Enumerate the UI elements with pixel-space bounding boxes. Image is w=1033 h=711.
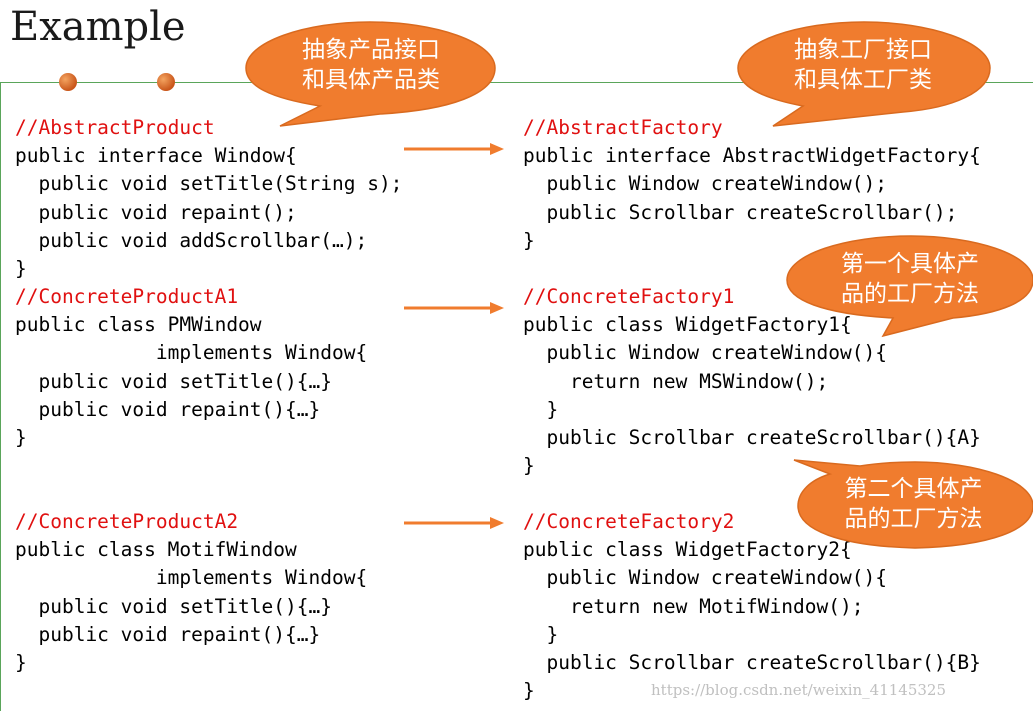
code-line: } xyxy=(15,651,27,675)
code-line: public void repaint(){…} xyxy=(15,397,321,421)
code-block-concrete-product-a2: //ConcreteProductA2 public class MotifWi… xyxy=(15,508,367,677)
callout-text: 第二个具体产 品的工厂方法 xyxy=(844,476,983,532)
bullet-dot-icon xyxy=(157,73,175,91)
code-block-concrete-product-a1: //ConcreteProductA1 public class PMWindo… xyxy=(15,283,367,452)
code-line: return new MSWindow(); xyxy=(523,369,829,393)
code-comment: //ConcreteProductA1 xyxy=(15,285,239,308)
code-line: public interface AbstractWidgetFactory{ xyxy=(523,144,981,168)
callout-bubble xyxy=(793,459,1033,549)
slide-title: Example xyxy=(10,4,186,50)
callout-bubble xyxy=(737,21,991,127)
callout-text: 抽象产品接口 和具体产品类 xyxy=(302,37,440,93)
code-line: public void repaint(){…} xyxy=(15,622,321,646)
code-line: implements Window{ xyxy=(15,341,368,365)
frame-left-line xyxy=(0,82,1,711)
code-line: public Scrollbar createScrollbar(){B} xyxy=(523,651,981,675)
code-block-abstract-factory: //AbstractFactory public interface Abstr… xyxy=(523,114,981,255)
code-line: public class MotifWindow xyxy=(15,538,297,562)
callout-bubble xyxy=(786,235,1033,338)
bullet-dot-icon xyxy=(59,73,77,91)
code-comment: //ConcreteProductA2 xyxy=(15,510,239,533)
code-line: public Window createWindow(){ xyxy=(523,566,887,590)
code-line: implements Window{ xyxy=(15,566,368,590)
frame-top-line xyxy=(0,82,1033,83)
code-block-abstract-product: //AbstractProduct public interface Windo… xyxy=(15,114,402,283)
code-comment: //AbstractFactory xyxy=(523,116,723,139)
code-line: return new MotifWindow(); xyxy=(523,594,864,618)
code-line: } xyxy=(523,454,535,478)
code-line: } xyxy=(523,679,535,703)
code-line: public Window createWindow(); xyxy=(523,172,887,196)
code-line: } xyxy=(15,257,27,281)
code-line: public void setTitle(){…} xyxy=(15,594,332,618)
code-line: } xyxy=(523,228,535,252)
right-arrow-icon xyxy=(404,517,504,529)
code-comment: //AbstractProduct xyxy=(15,116,215,139)
callout-bubble xyxy=(245,21,496,127)
code-line: public Scrollbar createScrollbar(); xyxy=(523,200,958,224)
code-line: public class WidgetFactory2{ xyxy=(523,538,852,562)
right-arrow-icon xyxy=(404,143,504,155)
callout-text: 抽象工厂接口 和具体工厂类 xyxy=(794,37,932,93)
right-arrow-icon xyxy=(404,302,504,314)
code-block-concrete-factory-1: //ConcreteFactory1 public class WidgetFa… xyxy=(523,283,981,480)
code-line: public Scrollbar createScrollbar(){A} xyxy=(523,426,981,450)
code-line: public void repaint(); xyxy=(15,200,297,224)
callout-text: 第一个具体产 品的工厂方法 xyxy=(841,251,979,307)
code-line: } xyxy=(15,426,27,450)
code-line: public interface Window{ xyxy=(15,144,297,168)
code-line: public Window createWindow(){ xyxy=(523,341,887,365)
code-line: public class WidgetFactory1{ xyxy=(523,313,852,337)
code-line: public void setTitle(String s); xyxy=(15,172,403,196)
code-line: public void addScrollbar(…); xyxy=(15,228,368,252)
code-line: public void setTitle(){…} xyxy=(15,369,332,393)
code-line: } xyxy=(523,397,559,421)
watermark: https://blog.csdn.net/weixin_41145325 xyxy=(651,681,947,699)
code-comment: //ConcreteFactory1 xyxy=(523,285,735,308)
code-comment: //ConcreteFactory2 xyxy=(523,510,735,533)
code-line: public class PMWindow xyxy=(15,313,262,337)
code-block-concrete-factory-2: //ConcreteFactory2 public class WidgetFa… xyxy=(523,508,981,705)
code-line: } xyxy=(523,622,559,646)
